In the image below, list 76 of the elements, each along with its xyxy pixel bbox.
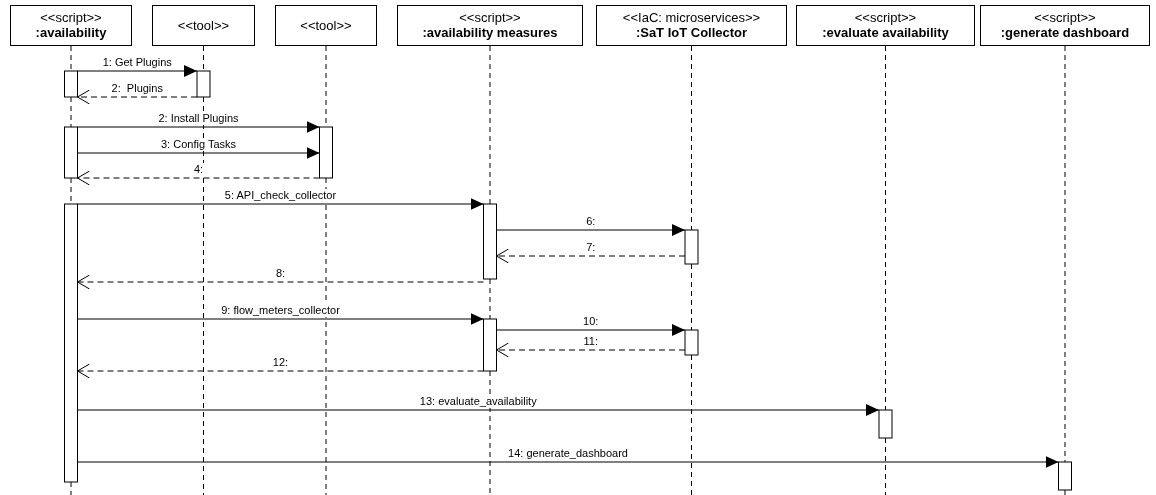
activation-bar xyxy=(1058,461,1072,491)
message-arrow xyxy=(77,65,198,77)
message-label: 12: xyxy=(271,356,290,369)
message-arrow xyxy=(77,198,484,210)
return-arrow xyxy=(496,248,686,264)
lifeline xyxy=(70,481,72,495)
lifeline-header-box xyxy=(152,5,255,46)
message-label: 6: xyxy=(585,215,597,228)
participant-name: :availability xyxy=(35,25,107,41)
lifeline xyxy=(1064,45,1066,463)
stereotype-text: <<script>> xyxy=(40,10,102,25)
activation-bar xyxy=(64,70,78,98)
lifeline-header-box xyxy=(596,5,787,46)
lifeline xyxy=(1064,489,1066,495)
lifeline xyxy=(885,45,886,411)
lifeline xyxy=(885,437,886,495)
participant-name: :evaluate availability xyxy=(822,25,949,41)
message-arrow xyxy=(77,456,1059,468)
lifeline xyxy=(203,45,204,72)
message-arrow xyxy=(77,121,320,133)
activation-bar xyxy=(483,318,497,372)
message-label: 8: xyxy=(274,267,287,280)
activation-bar xyxy=(684,329,699,356)
return-arrow xyxy=(77,363,484,379)
stereotype-text: <<IaC: microservices>> xyxy=(622,10,761,25)
lifeline xyxy=(691,45,692,231)
participant-name: :generate dashboard xyxy=(1000,25,1130,41)
message-label: 2: Plugins xyxy=(110,82,164,95)
stereotype-text: <<tool>> xyxy=(177,18,230,33)
message-label: 2: Install Plugins xyxy=(157,112,240,125)
stereotype-text: <<script>> xyxy=(854,10,917,25)
activation-bar xyxy=(684,229,699,265)
lifeline-header-box xyxy=(275,5,377,46)
activation-bar xyxy=(64,126,78,179)
message-label: 4: xyxy=(192,163,205,176)
message-arrow xyxy=(496,224,686,236)
lifeline xyxy=(70,45,72,72)
return-arrow xyxy=(77,89,198,105)
message-label: 10: xyxy=(582,315,600,328)
lifeline xyxy=(203,96,204,495)
lifeline xyxy=(691,263,692,331)
lifeline xyxy=(489,45,491,205)
message-label: 11: xyxy=(582,335,599,348)
message-label: 14: generate_dashboard xyxy=(507,447,629,460)
message-label: 7: xyxy=(585,241,597,254)
message-arrow xyxy=(77,313,484,325)
message-label: 3: Config Tasks xyxy=(160,138,237,151)
lifeline xyxy=(325,177,327,495)
message-label: 1: Get Plugins xyxy=(101,56,173,69)
message-arrow xyxy=(77,404,880,416)
lifeline xyxy=(70,96,72,128)
return-arrow xyxy=(77,274,484,290)
activation-bar xyxy=(64,203,78,483)
message-label: 9: flow_meters_collector xyxy=(220,304,341,317)
lifeline xyxy=(691,354,692,495)
lifeline xyxy=(489,370,491,495)
message-arrow xyxy=(496,324,686,336)
message-label: 13: evaluate_availability xyxy=(418,395,538,408)
stereotype-text: <<script>> xyxy=(459,10,521,25)
return-arrow xyxy=(77,170,320,186)
message-arrow xyxy=(77,147,320,159)
message-label: 5: API_check_collector xyxy=(223,189,338,202)
stereotype-text: <<script>> xyxy=(1034,10,1096,25)
lifeline-header-box xyxy=(397,5,583,46)
participant-name: :availability measures xyxy=(422,25,558,41)
lifeline-header-box xyxy=(980,5,1150,46)
return-arrow xyxy=(496,342,686,358)
lifeline-header-box xyxy=(10,5,132,46)
participant-name: :SaT IoT Collector xyxy=(635,25,748,41)
stereotype-text: <<tool>> xyxy=(300,18,352,33)
lifeline xyxy=(489,278,491,320)
activation-bar xyxy=(878,409,893,439)
lifeline-header-box xyxy=(796,5,975,46)
activation-bar xyxy=(196,70,211,98)
activation-bar xyxy=(319,126,333,179)
activation-bar xyxy=(483,203,497,280)
